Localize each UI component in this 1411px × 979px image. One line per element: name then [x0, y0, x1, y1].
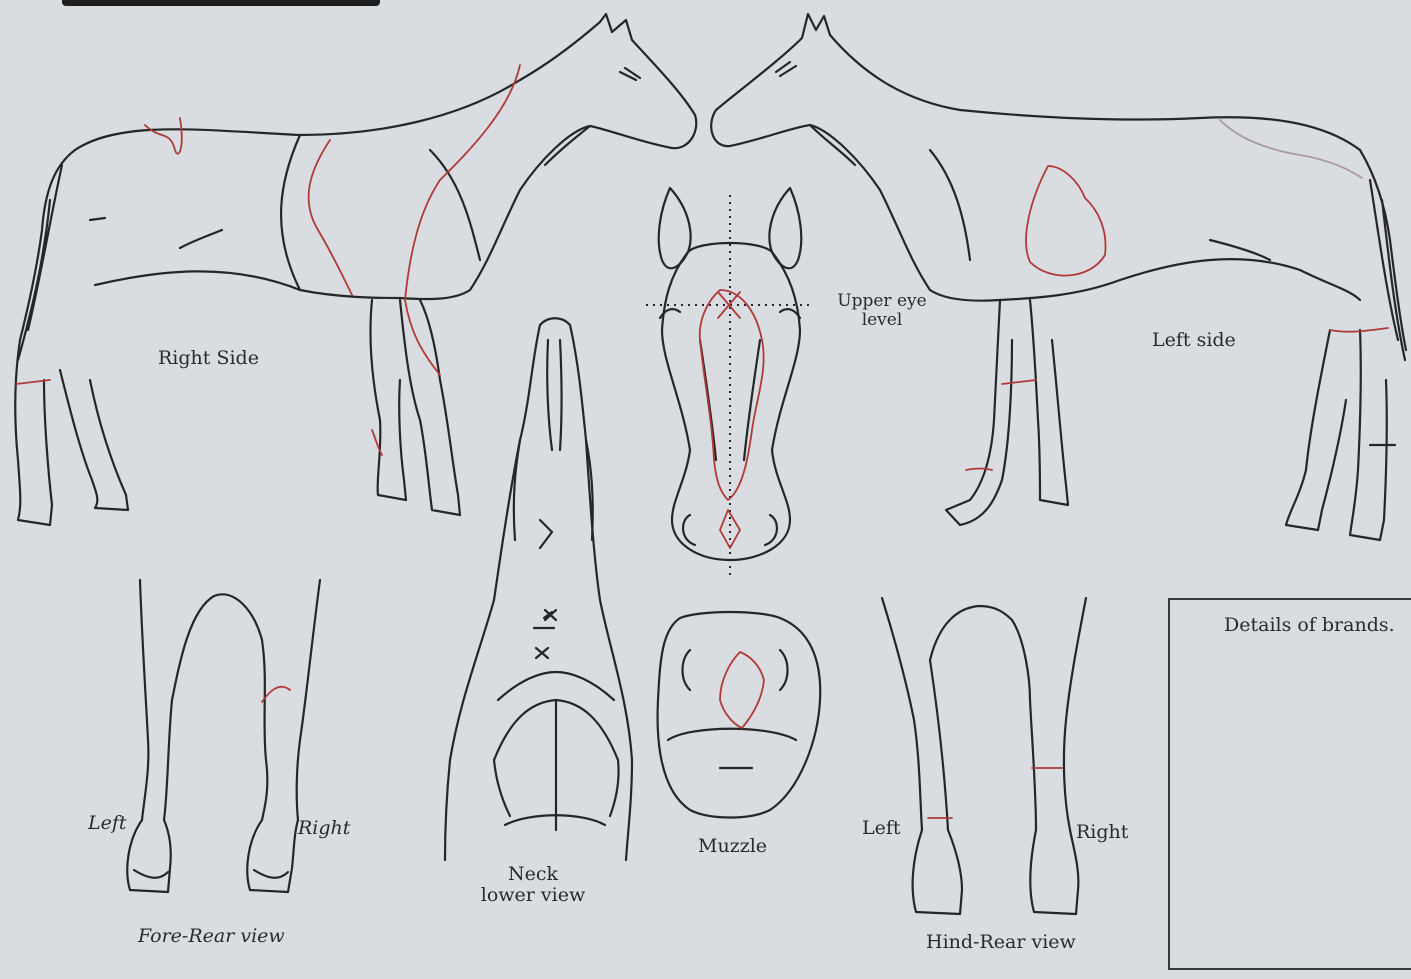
upper-eye-level-label: Upper eye level — [832, 292, 932, 329]
left-side-label: Left side — [1152, 330, 1236, 351]
fore-rear-view-label: Fore-Rear view — [138, 926, 285, 947]
hind-left-label: Left — [862, 818, 901, 839]
hind-right-label: Right — [1076, 822, 1128, 843]
fore-right-label: Right — [298, 818, 350, 839]
neck-label-line-1: Neck — [470, 864, 596, 885]
left-side-horse — [711, 14, 1406, 540]
upper-eye-level-line-1: Upper eye — [832, 292, 932, 311]
upper-eye-level-line-2: level — [832, 311, 932, 330]
neck-lower-view — [445, 318, 632, 860]
brands-details-title: Details of brands. — [1224, 614, 1395, 636]
brands-details-box[interactable]: Details of brands. — [1168, 598, 1411, 970]
right-side-label: Right Side — [158, 348, 259, 369]
fore-left-label: Left — [88, 813, 127, 834]
hind-rear-view-label: Hind-Rear view — [926, 932, 1076, 953]
right-side-horse — [15, 14, 696, 525]
neck-lower-view-label: Neck lower view — [470, 864, 596, 906]
muzzle-label: Muzzle — [698, 836, 767, 857]
hind-rear-view-legs — [882, 598, 1086, 914]
fore-rear-view-legs — [127, 580, 320, 892]
neck-label-line-2: lower view — [470, 885, 596, 906]
muzzle-view — [658, 612, 821, 818]
front-head-view — [646, 188, 812, 575]
